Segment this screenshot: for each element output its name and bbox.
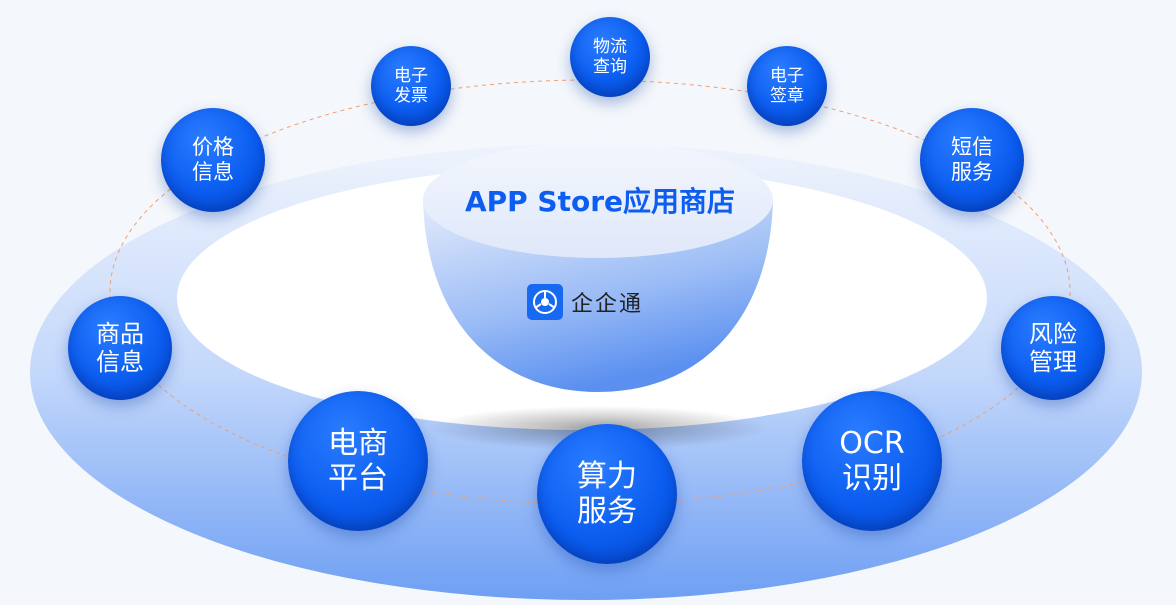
node-label: 识别 bbox=[842, 461, 902, 496]
node-label: 服务 bbox=[577, 494, 637, 529]
node-label: 信息 bbox=[192, 160, 234, 184]
app-store-title: APP Store应用商店 bbox=[464, 185, 736, 218]
node-label: 商品 bbox=[96, 319, 144, 348]
node-label: 查询 bbox=[593, 57, 627, 77]
node-label: 电子 bbox=[394, 65, 428, 86]
node-product-info: 商品信息 bbox=[68, 296, 172, 400]
node-label: 风险 bbox=[1029, 319, 1077, 348]
node-label: 签章 bbox=[770, 86, 804, 106]
node-price-info: 价格信息 bbox=[161, 108, 265, 212]
node-label: 平台 bbox=[328, 461, 388, 496]
node-label: OCR bbox=[839, 425, 905, 461]
node-label: 物流 bbox=[593, 36, 627, 57]
node-logistics: 物流查询 bbox=[570, 17, 650, 97]
node-sms-service: 短信服务 bbox=[920, 108, 1024, 212]
node-e-signature: 电子签章 bbox=[747, 46, 827, 126]
node-risk-management: 风险管理 bbox=[1001, 296, 1105, 400]
node-label: 服务 bbox=[951, 160, 993, 184]
node-label: 电子 bbox=[770, 65, 804, 86]
node-label: 信息 bbox=[96, 348, 144, 376]
qiqitong-logo-icon bbox=[527, 284, 563, 320]
bowl-rim bbox=[423, 142, 773, 258]
node-ecommerce-platform: 电商平台 bbox=[288, 391, 428, 531]
node-computing-service: 算力服务 bbox=[537, 424, 677, 564]
node-e-invoice: 电子发票 bbox=[371, 46, 451, 126]
node-label: 算力 bbox=[577, 458, 637, 494]
node-label: 价格 bbox=[192, 135, 234, 160]
brand: 企企通 bbox=[527, 284, 643, 320]
node-label: 电商 bbox=[328, 425, 388, 461]
node-label: 短信 bbox=[951, 135, 993, 160]
brand-name: 企企通 bbox=[571, 292, 644, 317]
node-label: 发票 bbox=[394, 86, 428, 106]
node-label: 管理 bbox=[1029, 348, 1077, 376]
